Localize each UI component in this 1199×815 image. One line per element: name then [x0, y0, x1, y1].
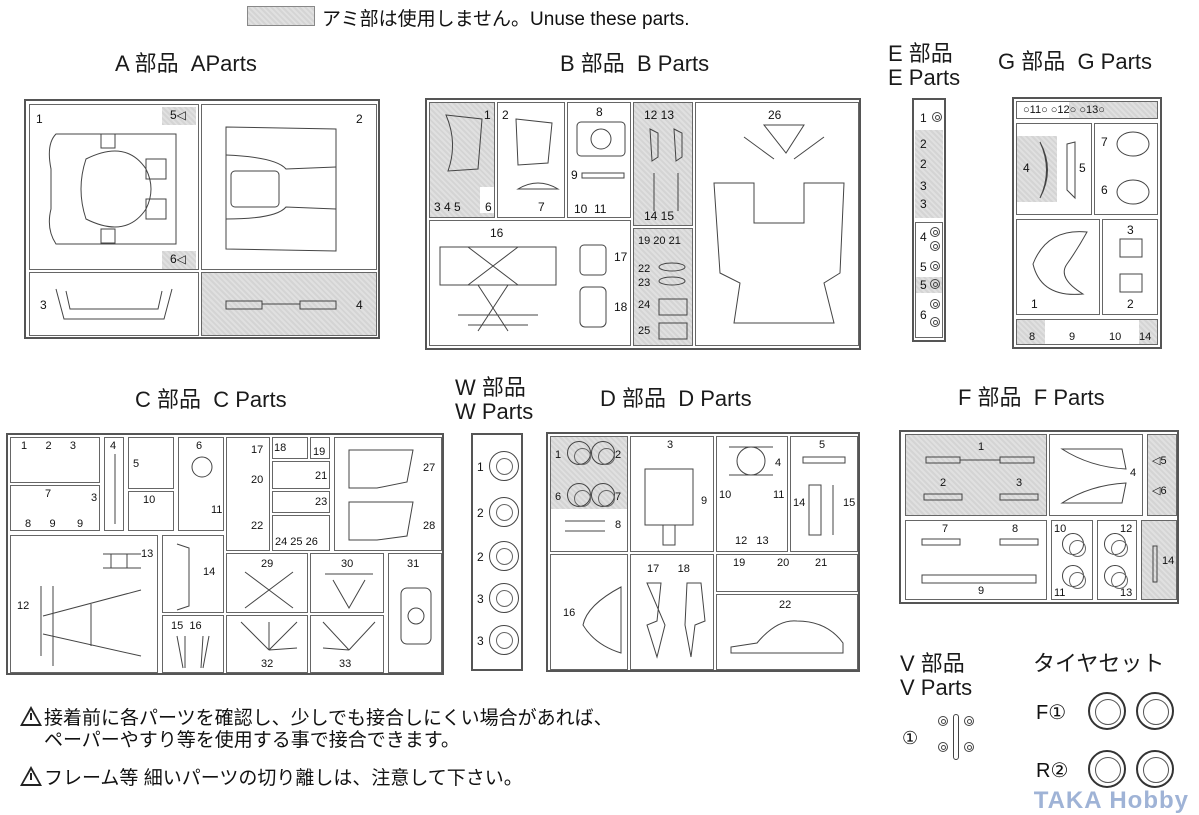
part-c-19: 19 [310, 437, 330, 459]
tire-front-label: F① [1036, 702, 1067, 724]
warning-icon [20, 766, 42, 786]
part-b-2-7: 2 7 [497, 102, 565, 218]
part-c-14: 14 [162, 535, 224, 613]
sprue-w: 1 2 2 3 3 [471, 433, 523, 671]
part-d-3-9: 3 9 [630, 436, 714, 552]
sprue-a: 1 5◁ 6◁ 2 3 4 [24, 99, 380, 339]
part-c-33: 33 [310, 615, 384, 673]
section-title-b: B 部品 B Parts [560, 51, 710, 76]
part-e-4-6: 4 5 5 6 [915, 222, 943, 338]
part-g-6-7: 7 6 [1094, 123, 1158, 215]
note-2: フレーム等 細いパーツの切り離しは、注意して下さい。 [20, 766, 523, 790]
part-c-31: 31 [388, 553, 442, 673]
part-f-14: 14 [1141, 520, 1177, 600]
note-1-cont: ペーパーやすり等を使用する事で接合できます。 [44, 730, 460, 751]
part-a-3: 3 [29, 272, 199, 336]
sprue-g: ○11○ ○12○ ○13○ 4 5 7 6 1 3 2 8 9 10 14 [1012, 97, 1162, 349]
part-v-1 [936, 714, 978, 760]
part-f-10-11: 10 11 [1051, 520, 1093, 600]
part-f-5-6: ◁5◁6 [1147, 434, 1177, 516]
part-d-17-18: 17 18 [630, 554, 714, 670]
part-c-24-26: 24 25 26 [272, 515, 330, 551]
unused-legend-swatch [247, 6, 315, 26]
part-b-12-15: 12 13 14 15 [633, 102, 693, 226]
section-title-d: D 部品 D Parts [600, 386, 752, 411]
sprue-e: 1 2 2 3 3 4 5 5 6 [912, 98, 946, 342]
section-title-a: A 部品 AParts [115, 51, 257, 76]
tire-front-left [1088, 692, 1126, 730]
part-c-4: 4 [104, 437, 124, 531]
part-c-23: 23 [272, 491, 330, 513]
part-a-2: 2 [201, 104, 377, 270]
part-g-2-3: 3 2 [1102, 219, 1158, 315]
warning-icon [20, 706, 42, 726]
section-title-g: G 部品 G Parts [998, 49, 1153, 74]
part-b-1-6: 1 3 4 5 6 [429, 102, 495, 218]
part-f-12-13: 12 13 [1097, 520, 1137, 600]
part-c-18: 18 [272, 437, 308, 459]
sprue-b: 1 3 4 5 6 2 7 8 9 10 11 12 13 14 15 26 1… [425, 98, 861, 350]
watermark: TAKA Hobby [1033, 787, 1189, 814]
part-b-26: 26 [695, 102, 859, 346]
part-b-8-11: 8 9 10 11 [567, 102, 631, 218]
part-d-16: 16 [550, 554, 628, 670]
section-title-c: C 部品 C Parts [135, 387, 287, 412]
part-g-8-14: 8 9 10 14 [1016, 319, 1158, 345]
part-e-1-3: 1 2 2 3 3 [915, 102, 943, 218]
part-c-1-3: 1 2 3 [10, 437, 100, 483]
part-b-19-25: 19 20 21 22 23 24 25 [633, 228, 693, 346]
section-title-f: F 部品 F Parts [958, 385, 1105, 410]
tire-front-right [1136, 692, 1174, 730]
part-g-1: 1 [1016, 219, 1100, 315]
part-a-1: 1 5◁ 6◁ [29, 104, 199, 270]
unused-legend-text: アミ部は使用しません。Unuse these parts. [322, 9, 690, 30]
part-c-5: 5 [128, 437, 174, 489]
note-1: 接着前に各パーツを確認し、少しでも接合しにくい場合があれば、 [20, 706, 613, 730]
part-f-4: 4 [1049, 434, 1143, 516]
part-c-21: 21 [272, 461, 330, 489]
part-g-4-5: 4 5 [1016, 123, 1092, 215]
section-title-tires: タイヤセット [1033, 651, 1165, 676]
part-c-10: 10 [128, 491, 174, 531]
part-v-1-label: ① [902, 728, 919, 748]
part-d-22: 22 [716, 594, 858, 670]
tire-rear-label: R② [1036, 760, 1069, 782]
part-b-16-18: 16 17 18 [429, 220, 631, 346]
part-c-29: 29 [226, 553, 308, 613]
part-c-15-16: 15 16 [162, 615, 224, 673]
part-c-32: 32 [226, 615, 308, 673]
tire-rear-left [1088, 750, 1126, 788]
part-c-30: 30 [310, 553, 384, 613]
tire-rear-right [1136, 750, 1174, 788]
part-g-11-13: ○11○ ○12○ ○13○ [1016, 101, 1158, 119]
part-a-4: 4 [201, 272, 377, 336]
